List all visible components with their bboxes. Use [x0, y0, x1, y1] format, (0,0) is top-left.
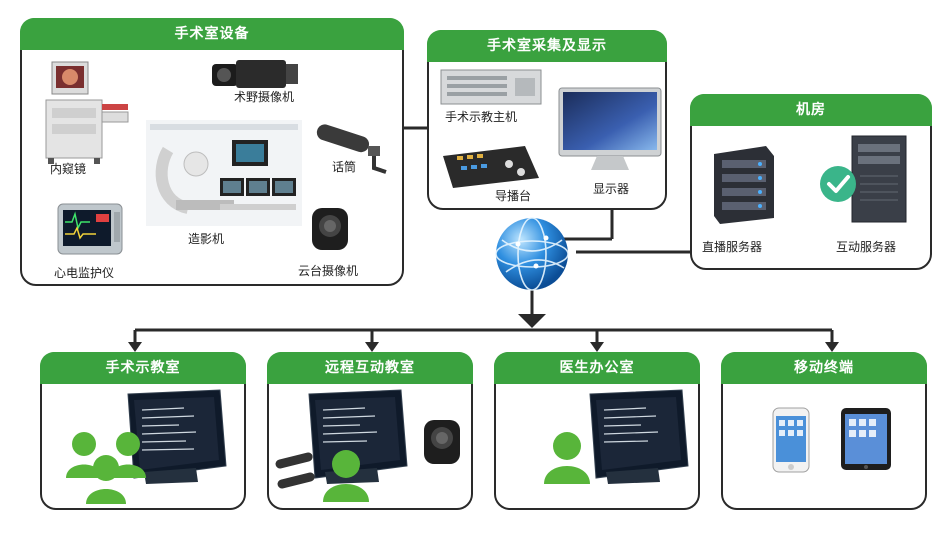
network-globe-icon: [495, 217, 569, 291]
panel-server-room: 机房 直播服务器 互动服务器: [690, 94, 932, 270]
display-monitor-icon: [558, 87, 662, 170]
endoscope-icon: [45, 61, 129, 164]
panel-title: 远程互动教室: [267, 352, 473, 384]
ptz-camera-icon: [424, 420, 460, 464]
switcher-icon: [443, 146, 539, 188]
interactive-server-label: 互动服务器: [836, 240, 897, 254]
live-server-icon: [714, 146, 774, 224]
panel-doctor-office: 医生办公室: [494, 352, 700, 510]
panel-mobile-terminal: 移动终端: [721, 352, 927, 510]
panel-title: 手术室采集及显示: [427, 30, 667, 62]
endoscope-label: 内窥镜: [50, 162, 87, 176]
panel-or-equipment: 手术室设备 内窥镜 术野摄像机 话筒: [20, 18, 404, 286]
user-icon: [544, 432, 590, 484]
panel-demo-classroom: 手术示教室: [40, 352, 246, 510]
switcher-label: 导播台: [495, 189, 532, 203]
panel-title: 机房: [690, 94, 932, 126]
interactive-server-icon: [820, 135, 907, 223]
tablet-icon: [841, 408, 891, 470]
user-icon: [323, 450, 369, 502]
ptz-camera-label: 云台摄像机: [298, 264, 359, 278]
ptz-camera-icon: [312, 208, 348, 250]
angiography-icon: [146, 120, 302, 226]
classroom-monitor-icon: [127, 389, 227, 484]
users-group-icon: [66, 432, 146, 504]
panel-title: 医生办公室: [494, 352, 700, 384]
demo-host-label: 手术示教主机: [445, 110, 518, 124]
smartphone-icon: [772, 407, 810, 473]
angiography-label: 造影机: [188, 232, 225, 246]
microphone-icon: [316, 124, 387, 174]
panel-title: 手术室设备: [20, 18, 404, 50]
panel-remote-classroom: 远程互动教室: [267, 352, 473, 510]
panel-title: 手术示教室: [40, 352, 246, 384]
ecg-monitor-label: 心电监护仪: [54, 266, 115, 280]
server-host-icon: [440, 69, 542, 105]
field-camera-label: 术野摄像机: [234, 90, 295, 104]
office-monitor-icon: [589, 389, 689, 484]
panel-title: 移动终端: [721, 352, 927, 384]
panel-capture-display: 手术室采集及显示 手术示教主机 导播台 显示器: [427, 30, 667, 210]
microphone-icon: [275, 452, 315, 489]
microphone-label: 话筒: [332, 160, 357, 174]
classroom-monitor-icon: [308, 389, 408, 484]
live-server-label: 直播服务器: [702, 240, 763, 254]
ecg-monitor-icon: [57, 203, 123, 255]
field-camera-icon: [212, 60, 298, 88]
display-label: 显示器: [593, 182, 630, 196]
